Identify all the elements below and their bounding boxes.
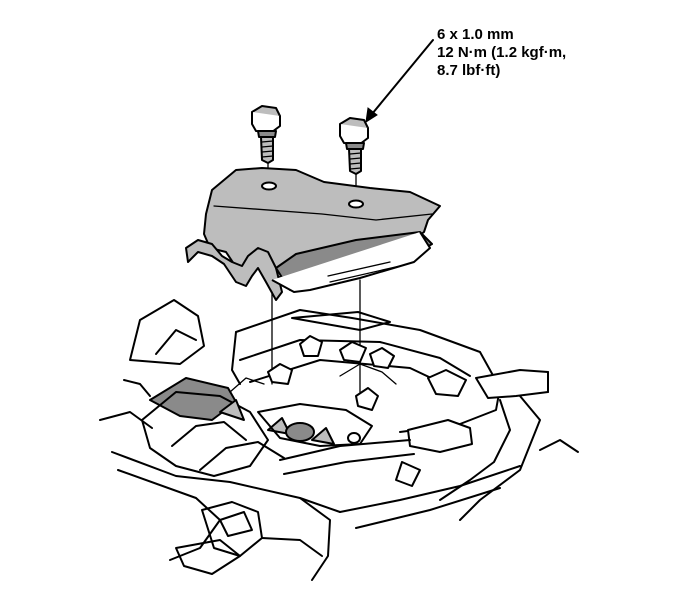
bolt-right (339, 117, 369, 201)
engine-cover (185, 167, 441, 301)
engine-assembly (99, 299, 579, 581)
bolt-size-text: 6 x 1.0 mm (437, 26, 514, 43)
torque-leader-arrow (365, 39, 434, 124)
torque-text-line1: 12 N·m (1.2 kgf·m, (437, 44, 567, 61)
torque-spec-callout: 6 x 1.0 mm 12 N·m (1.2 kgf·m, 8.7 lbf·ft… (437, 26, 566, 80)
torque-text-line2: 8.7 lbf·ft) (437, 62, 501, 79)
bolt-left (251, 105, 281, 186)
